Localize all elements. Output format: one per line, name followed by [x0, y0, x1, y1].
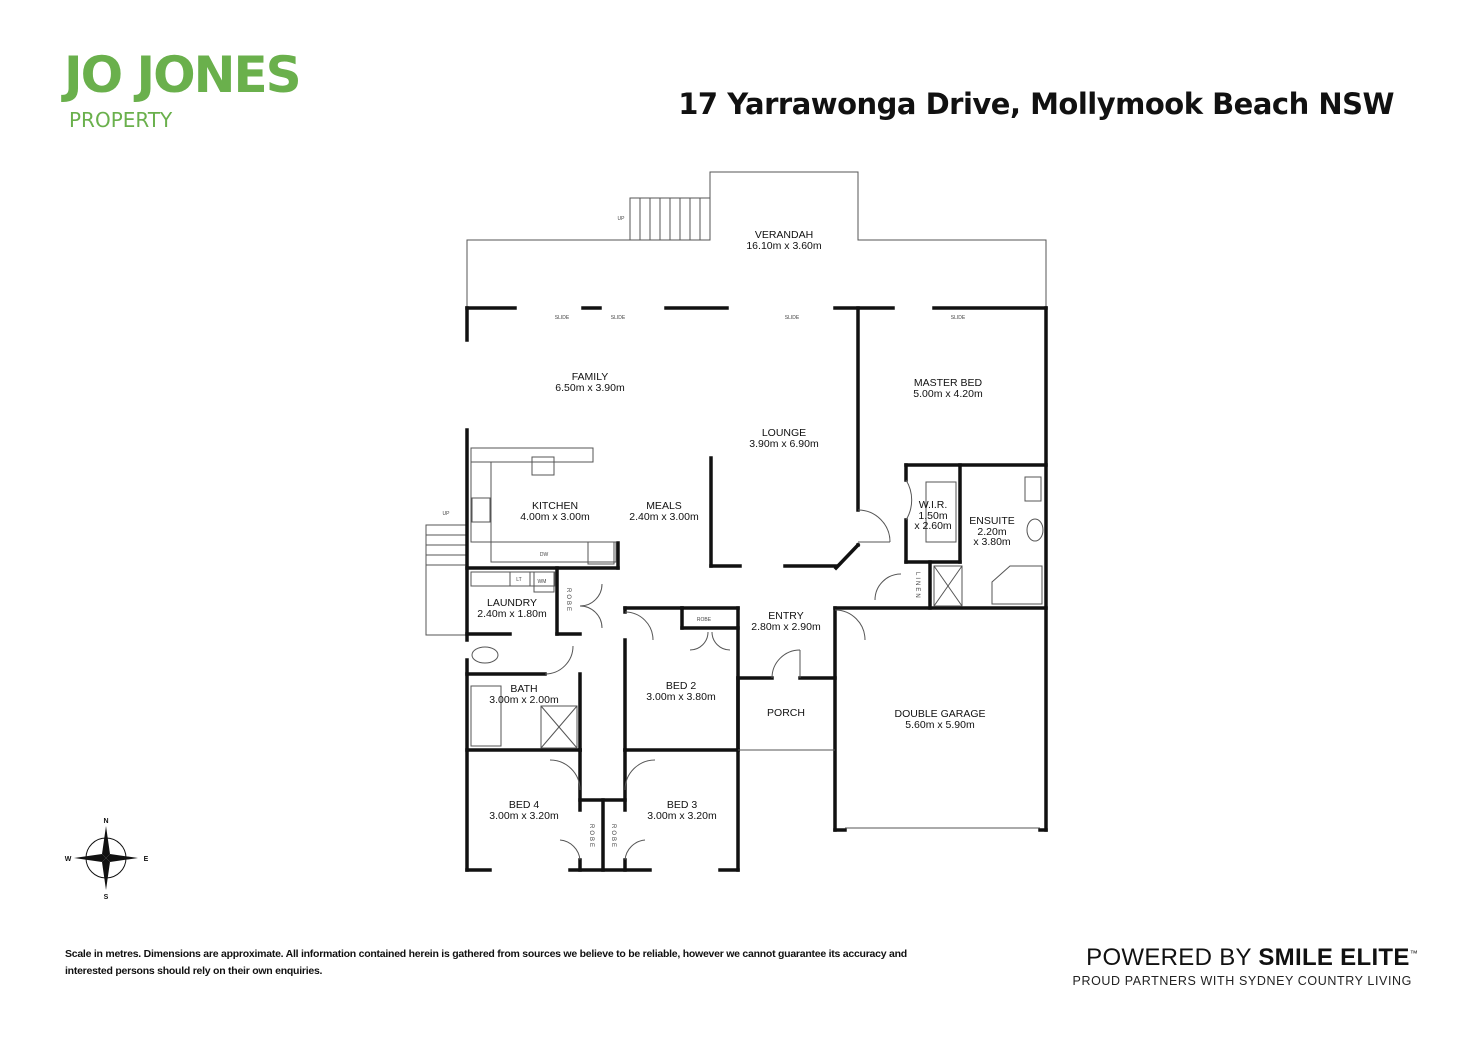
room-wir-name: W.I.R.	[919, 499, 948, 511]
robe-label-bed3: ROBE	[610, 824, 616, 849]
room-bed4-name: BED 4	[509, 799, 540, 811]
room-ensuite-dims2: x 3.80m	[973, 536, 1011, 548]
room-lounge-dims: 3.90m x 6.90m	[749, 438, 819, 450]
slide-label-1: SLIDE	[555, 315, 570, 321]
room-wir-dims2: x 2.60m	[914, 520, 952, 532]
room-entry-name: ENTRY	[768, 610, 803, 622]
annotations: SLIDE SLIDE SLIDE SLIDE ROBE DW LT WM UP…	[443, 216, 966, 849]
slide-label-2: SLIDE	[611, 315, 626, 321]
room-bath-dims: 3.00m x 2.00m	[489, 694, 559, 706]
room-kitchen-name: KITCHEN	[532, 500, 578, 512]
compass-e: E	[144, 856, 149, 863]
room-labels: VERANDAH 16.10m x 3.60m FAMILY 6.50m x 3…	[477, 229, 1014, 822]
up-label-side: UP	[443, 511, 451, 517]
fixtures	[470, 447, 1044, 829]
robe-label-bed4: ROBE	[588, 824, 594, 849]
room-master-name: MASTER BED	[914, 377, 983, 389]
compass-n: N	[103, 818, 108, 825]
up-label-top: UP	[618, 216, 626, 222]
room-bed3-name: BED 3	[667, 799, 698, 811]
room-bed4-dims: 3.00m x 3.20m	[489, 810, 559, 822]
disclaimer-text: Scale in metres. Dimensions are approxim…	[65, 948, 907, 977]
robe-label-bed2: ROBE	[697, 617, 712, 623]
room-family-dims: 6.50m x 3.90m	[555, 382, 625, 394]
interior-walls	[465, 306, 1048, 872]
room-master-dims: 5.00m x 4.20m	[913, 388, 983, 400]
door-swings	[544, 479, 913, 861]
slide-label-4: SLIDE	[951, 315, 966, 321]
property-address: 17 Yarrawonga Drive, Mollymook Beach NSW	[678, 87, 1394, 121]
room-bed2-dims: 3.00m x 3.80m	[646, 691, 716, 703]
room-ensuite-dims: 2.20m	[977, 526, 1006, 538]
wm-label: WM	[538, 579, 547, 585]
powered-prefix: POWERED BY	[1086, 944, 1259, 971]
room-bed3-dims: 3.00m x 3.20m	[647, 810, 717, 822]
dw-label: DW	[540, 552, 549, 558]
room-bed2-name: BED 2	[666, 680, 697, 692]
powered-brand: SMILE ELITE	[1258, 944, 1410, 971]
room-garage-dims: 5.60m x 5.90m	[905, 719, 975, 731]
room-ensuite-name: ENSUITE	[969, 515, 1015, 527]
compass-s: S	[104, 894, 109, 901]
room-family-name: FAMILY	[572, 371, 609, 383]
room-porch-name: PORCH	[767, 707, 805, 719]
powered-by: POWERED BY SMILE ELITE™	[1086, 946, 1418, 970]
room-entry-dims: 2.80m x 2.90m	[751, 621, 821, 633]
room-kitchen-dims: 4.00m x 3.00m	[520, 511, 590, 523]
room-laundry-name: LAUNDRY	[487, 597, 537, 609]
lt-label: LT	[516, 577, 521, 583]
room-meals-dims: 2.40m x 3.00m	[629, 511, 699, 523]
partners-text: PROUD PARTNERS WITH SYDNEY COUNTRY LIVIN…	[1072, 974, 1412, 988]
room-verandah-dims: 16.10m x 3.60m	[746, 240, 822, 252]
brand-logo-subname: PROPERTY	[69, 108, 173, 132]
slide-label-3: SLIDE	[785, 315, 800, 321]
room-lounge-name: LOUNGE	[762, 427, 806, 439]
room-meals-name: MEALS	[646, 500, 682, 512]
room-bath-name: BATH	[510, 683, 537, 695]
robe-label-laundry: ROBE	[565, 588, 571, 613]
room-wir-dims: 1.50m	[918, 510, 947, 522]
room-laundry-dims: 2.40m x 1.80m	[477, 608, 547, 620]
linen-label: LINEN	[914, 572, 920, 600]
powered-tm: ™	[1409, 949, 1418, 958]
brand-logo-name: JO JONES	[64, 46, 302, 104]
room-garage-name: DOUBLE GARAGE	[894, 708, 985, 720]
compass-rose-icon: N S E W	[65, 818, 149, 901]
compass-w: W	[65, 856, 72, 863]
room-verandah-name: VERANDAH	[755, 229, 813, 241]
